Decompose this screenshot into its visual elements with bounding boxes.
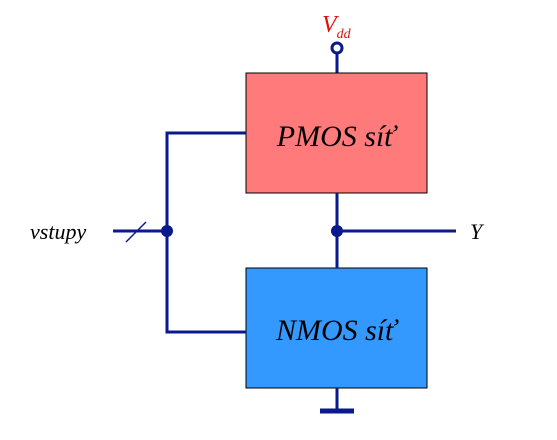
vdd-label-main: V	[322, 12, 339, 38]
vdd-terminal-circle	[330, 41, 344, 55]
vdd-label-subscript: dd	[337, 27, 352, 42]
input-label: vstupy	[30, 219, 86, 244]
output-junction-dot	[331, 225, 343, 237]
input-bus: vstupy	[30, 131, 246, 334]
vdd-terminal: Vdd	[322, 12, 352, 73]
pmos-label: PMOS síť	[276, 120, 398, 153]
output-node: Y	[331, 193, 485, 268]
ground-symbol-icon	[320, 388, 354, 414]
nmos-network: NMOS síť	[245, 267, 428, 389]
vdd-label: Vdd	[322, 12, 352, 42]
pmos-block	[245, 72, 428, 194]
input-split-wire	[165, 131, 246, 334]
bus-slash-icon	[125, 221, 147, 243]
pmos-network: PMOS síť	[245, 72, 428, 194]
output-label: Y	[470, 219, 485, 244]
input-junction-dot	[161, 225, 173, 237]
nmos-label: NMOS síť	[275, 314, 399, 347]
